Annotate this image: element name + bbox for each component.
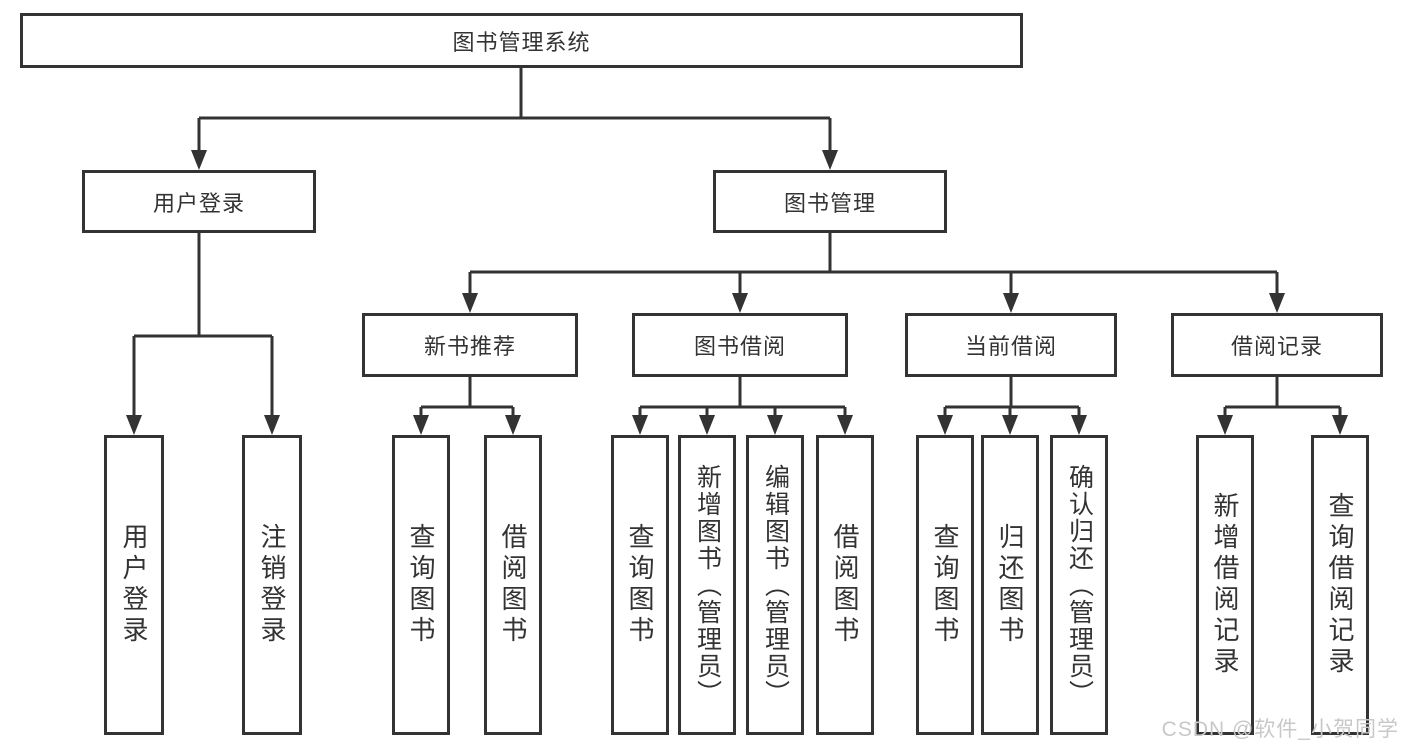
- node-new-book-recommend: 新书推荐: [362, 313, 578, 377]
- csdn-watermark: CSDN @软件_小贺同学: [1161, 718, 1399, 741]
- node-label: 图书借阅: [693, 334, 786, 359]
- leaf-confirm-return-admin: 确认归还（管理员）: [1050, 435, 1108, 735]
- node-book-borrowing: 图书借阅: [632, 313, 848, 377]
- node-label: 用户登录: [152, 190, 245, 216]
- leaf-query-books-current: 查询图书: [916, 435, 974, 735]
- node-label: 注销登录: [257, 523, 287, 647]
- node-label: 查询图书: [930, 523, 960, 647]
- node-label: 查询图书: [406, 523, 436, 647]
- leaf-user-login: 用户登录: [104, 435, 164, 735]
- node-label: 借阅图书: [498, 523, 528, 647]
- leaf-add-borrow-record: 新增借阅记录: [1196, 435, 1254, 735]
- node-label: 图书管理: [783, 190, 876, 216]
- node-label: 图书管理系统: [452, 29, 591, 55]
- leaf-borrow-books: 借阅图书: [816, 435, 874, 735]
- leaf-query-books-recommend: 查询图书: [392, 435, 450, 735]
- node-current-borrowing: 当前借阅: [905, 313, 1117, 377]
- node-book-management: 图书管理: [713, 170, 947, 233]
- node-label: 新增借阅记录: [1210, 492, 1240, 678]
- leaf-logout: 注销登录: [242, 435, 302, 735]
- node-label: 查询图书: [625, 523, 655, 647]
- node-user-login: 用户登录: [82, 170, 316, 233]
- node-label: 归还图书: [995, 523, 1025, 647]
- node-label: 新书推荐: [423, 334, 516, 359]
- node-label: 确认归还（管理员）: [1065, 463, 1094, 707]
- leaf-edit-books-admin: 编辑图书（管理员）: [746, 435, 804, 735]
- leaf-add-books-admin: 新增图书（管理员）: [678, 435, 736, 735]
- leaf-borrow-books-recommend: 借阅图书: [484, 435, 542, 735]
- node-borrowing-records: 借阅记录: [1171, 313, 1383, 377]
- leaf-query-books-borrow: 查询图书: [611, 435, 669, 735]
- node-label: 用户登录: [119, 523, 149, 647]
- leaf-query-borrow-record: 查询借阅记录: [1311, 435, 1369, 735]
- node-label: 新增图书（管理员）: [693, 463, 722, 707]
- node-label: 当前借阅: [964, 334, 1057, 359]
- node-library-management-system: 图书管理系统: [20, 13, 1023, 68]
- node-label: 借阅记录: [1230, 334, 1323, 359]
- node-label: 借阅图书: [830, 523, 860, 647]
- leaf-return-books: 归还图书: [981, 435, 1039, 735]
- node-label: 编辑图书（管理员）: [761, 463, 790, 707]
- node-label: 查询借阅记录: [1325, 492, 1355, 678]
